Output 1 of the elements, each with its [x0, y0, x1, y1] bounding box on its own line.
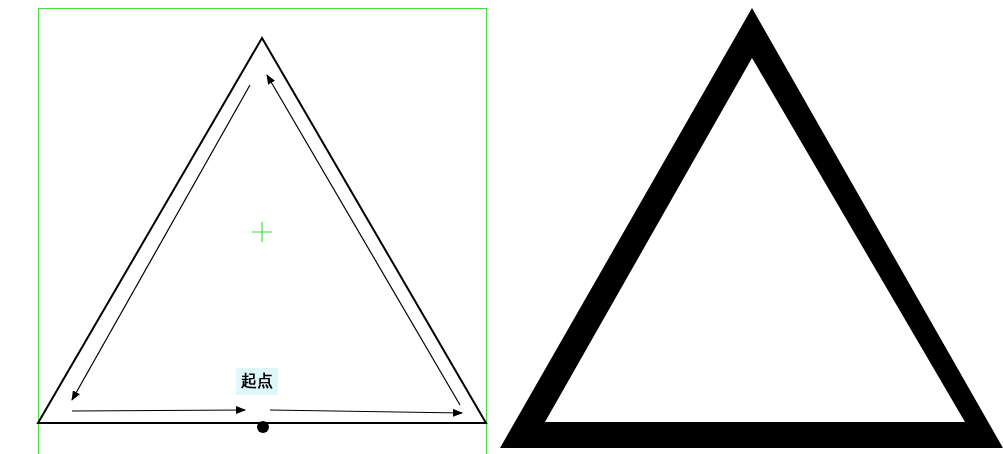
start-point-label: 起点 — [236, 368, 278, 395]
